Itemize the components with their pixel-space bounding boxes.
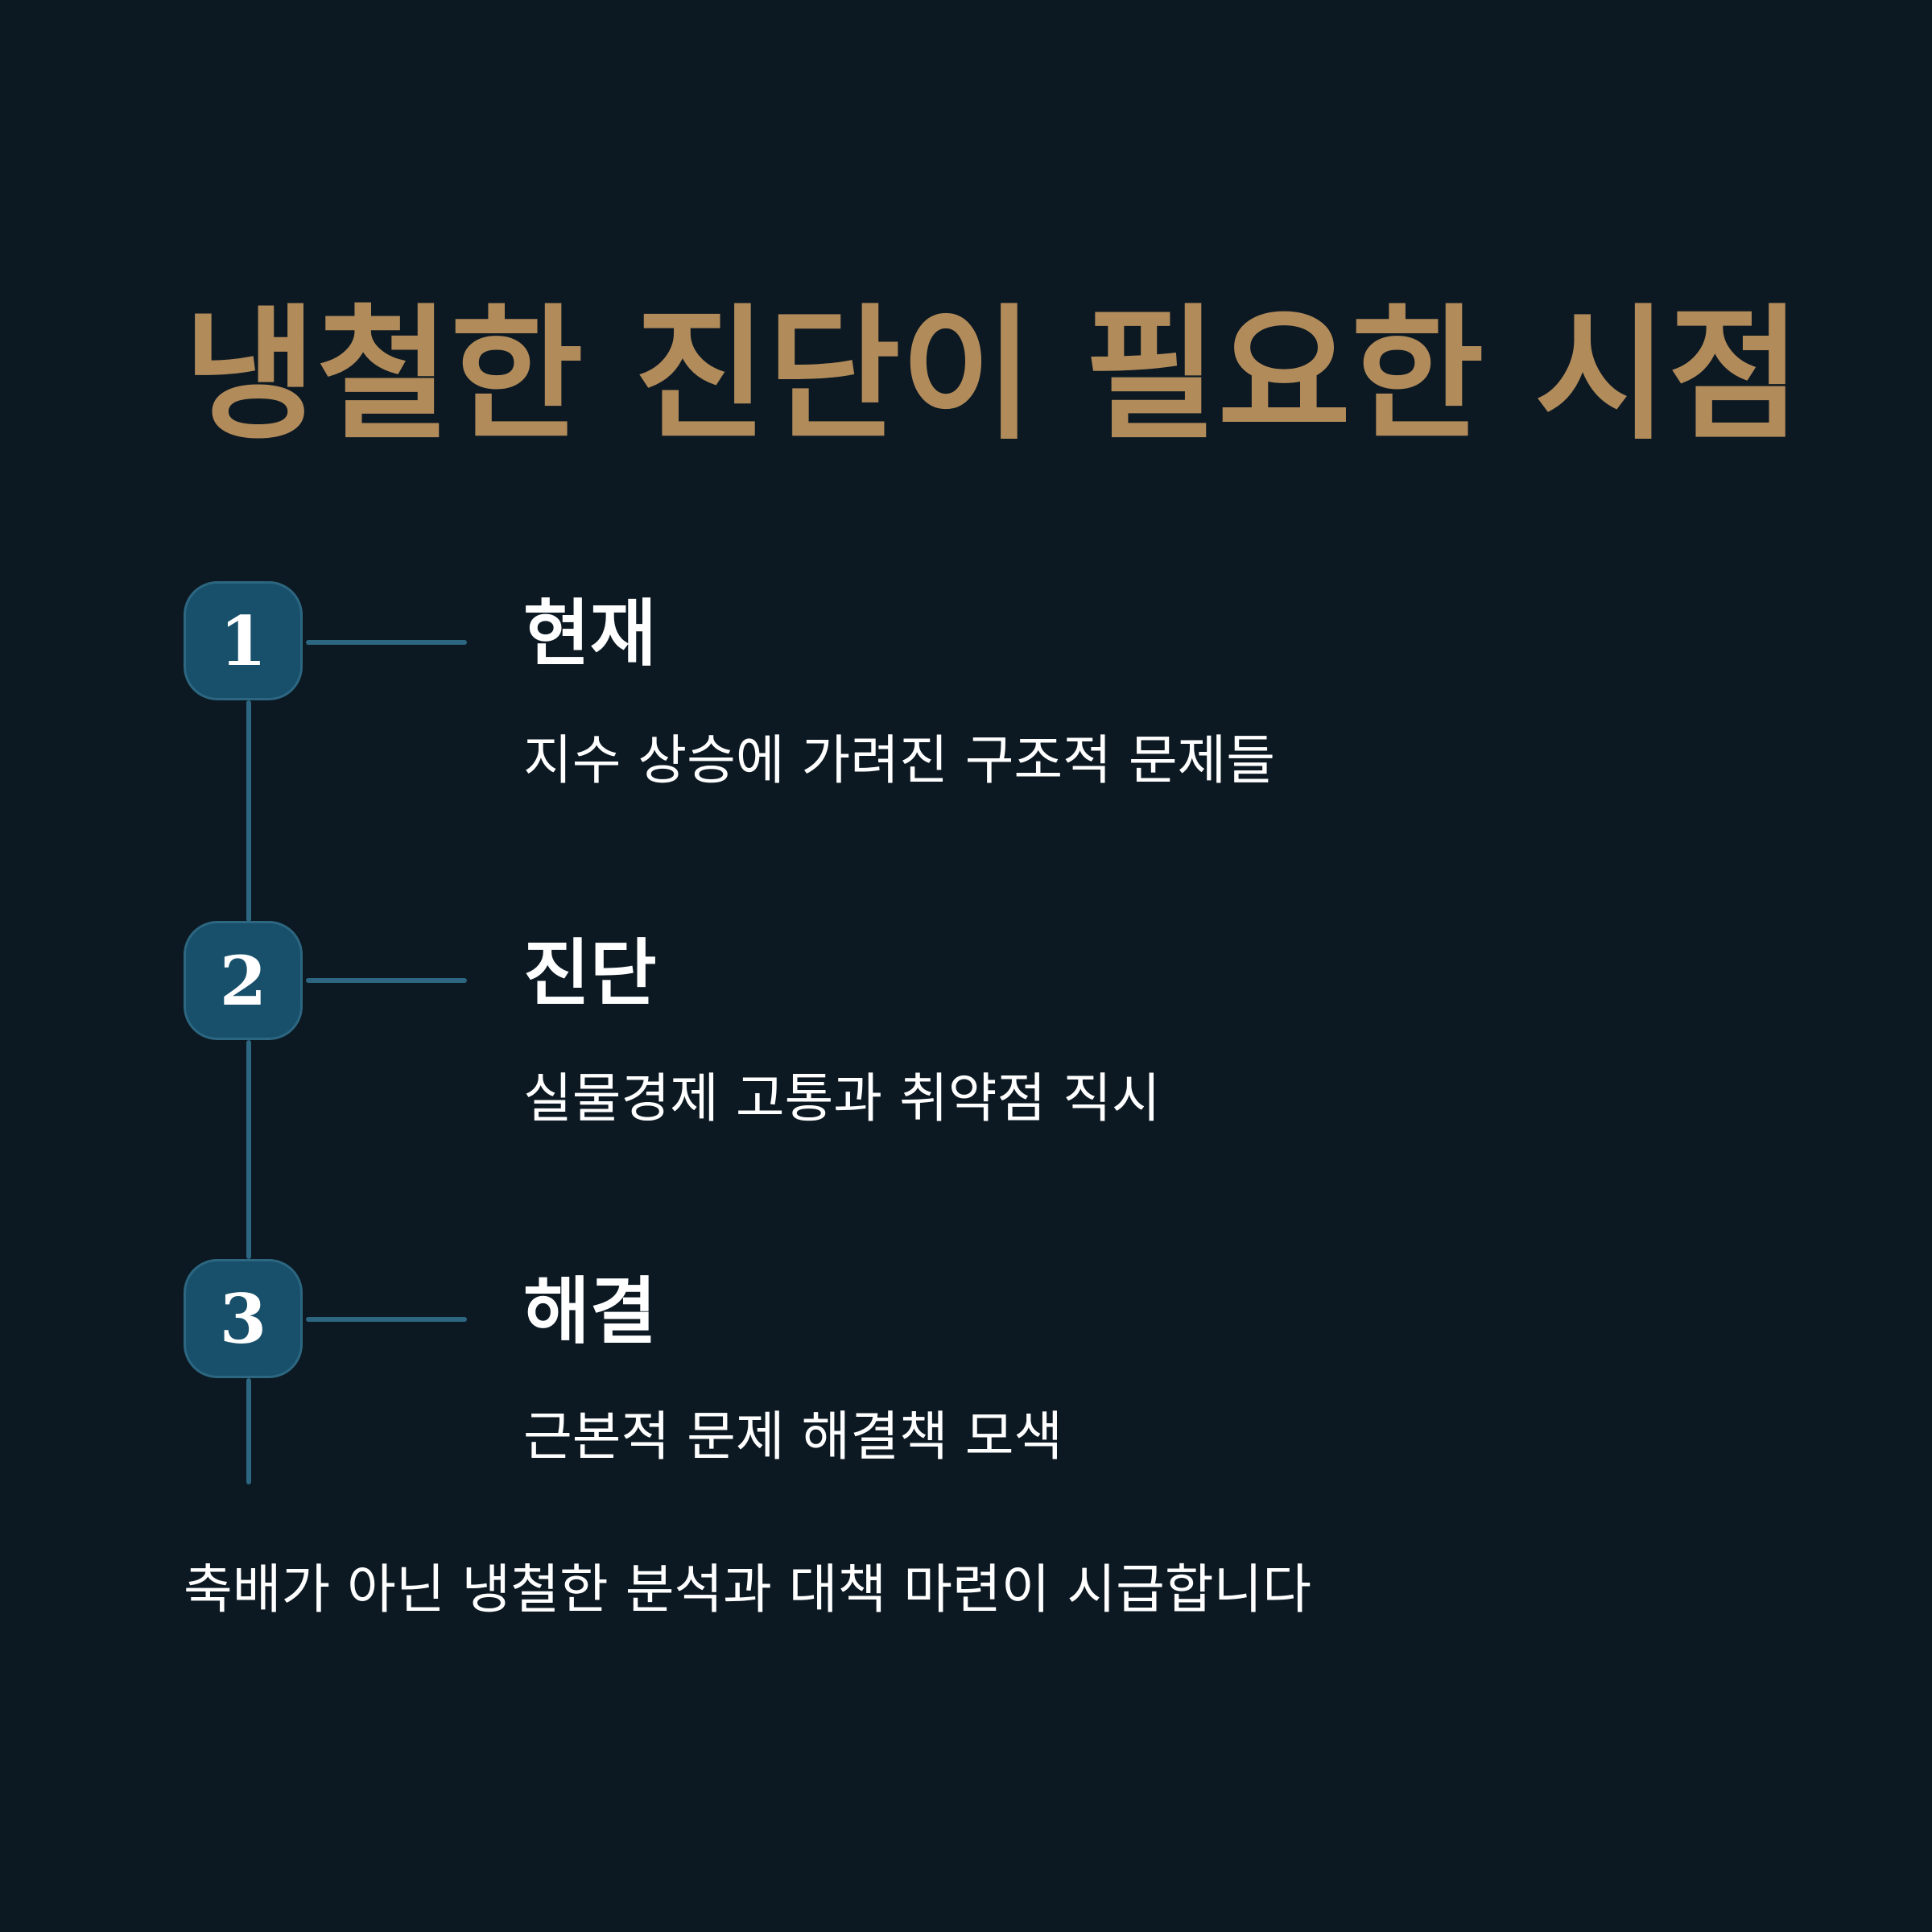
step-number-badge: 3 [184, 1259, 303, 1378]
step-number: 1 [219, 601, 267, 681]
step-description: 실물경제 고통과 취약점 직시 [523, 1067, 1161, 1129]
step-title: 해결 [523, 1269, 657, 1354]
step-number: 2 [219, 940, 267, 1021]
timeline-connector [246, 700, 251, 922]
timeline-connector [246, 1040, 251, 1259]
step-number-badge: 2 [184, 921, 303, 1040]
step-connector [306, 978, 467, 983]
step-title: 진단 [523, 931, 657, 1016]
step-number: 3 [219, 1278, 267, 1359]
step-description: 근본적 문제 해결책 모색 [523, 1406, 1063, 1468]
step-description: 지수 상승에 가려진 구조적 문제들 [523, 729, 1275, 791]
step-number-badge: 1 [184, 581, 303, 700]
timeline-connector [246, 1378, 251, 1484]
page-title: 냉철한 진단이 필요한 시점 [184, 291, 1802, 460]
step-connector [306, 640, 467, 645]
step-connector [306, 1317, 467, 1322]
step-title: 현재 [523, 592, 657, 676]
footer-statement: 축배가 아닌 냉철한 분석과 대책 마련이 시급합니다 [184, 1558, 1311, 1620]
